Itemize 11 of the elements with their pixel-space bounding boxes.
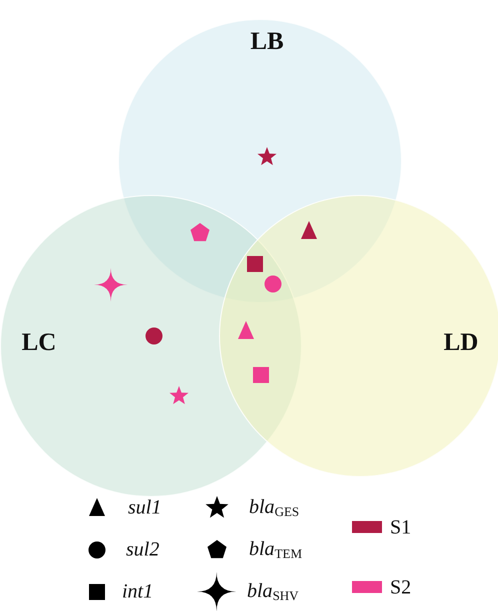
- legend-label: bla$_{TEM}$: [249, 538, 302, 562]
- legend-label: sul1: [128, 496, 162, 520]
- set-label: LB: [250, 28, 284, 56]
- legend-label: S1: [390, 516, 412, 540]
- legend-label: int1: [122, 580, 154, 604]
- set-label: LC: [22, 329, 56, 357]
- set-label: LD: [444, 329, 478, 357]
- legend-label: sul2: [126, 538, 160, 562]
- legend-label: S2: [390, 576, 412, 600]
- legend-label: bla$_{SHV}$: [247, 580, 299, 604]
- legend-label: bla$_{GES}$: [249, 496, 300, 520]
